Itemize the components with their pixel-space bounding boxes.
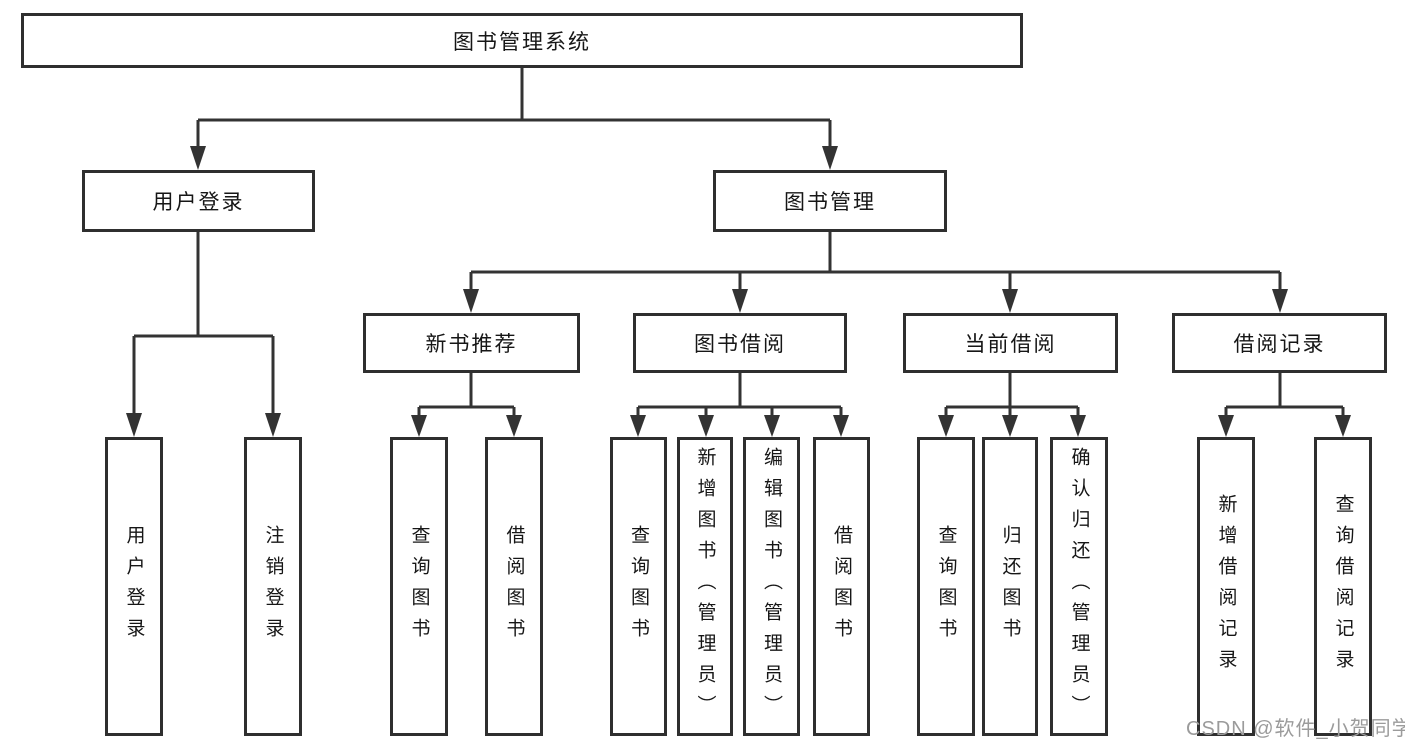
leaf-current-confirm-return-admin-label: 确认归还（管理员） [1068, 447, 1090, 726]
leaf-logout: 注销登录 [244, 437, 302, 736]
node-new-book-recommendation-label: 新书推荐 [425, 333, 518, 356]
node-current-borrowing: 当前借阅 [903, 313, 1118, 373]
connector-user-login-split [132, 232, 275, 415]
csdn-watermark: CSDN @软件_小贺同学 [1186, 718, 1405, 740]
arrowhead-icon [764, 415, 780, 437]
connector-recommend-split [417, 373, 516, 417]
node-book-borrowing: 图书借阅 [633, 313, 847, 373]
node-borrowing-records-label: 借阅记录 [1233, 333, 1326, 356]
leaf-recommend-query-books: 查询图书 [390, 437, 448, 736]
node-current-borrowing-label: 当前借阅 [964, 333, 1057, 356]
leaf-borrow-add-books-admin-label: 新增图书（管理员） [694, 447, 716, 726]
node-book-management-label: 图书管理 [784, 191, 876, 214]
arrowhead-icon [833, 415, 849, 437]
node-user-login-label: 用户登录 [152, 191, 245, 214]
leaf-logout-label: 注销登录 [262, 524, 284, 649]
leaf-borrow-edit-books-admin: 编辑图书（管理员） [743, 437, 800, 736]
leaf-records-query-record-label: 查询借阅记录 [1332, 493, 1354, 680]
arrowhead-icon [938, 415, 954, 437]
arrowhead-icon [265, 413, 281, 437]
leaf-borrow-borrow-books: 借阅图书 [813, 437, 870, 736]
leaf-recommend-borrow-books: 借阅图书 [485, 437, 543, 736]
arrowhead-icon [1272, 289, 1288, 313]
leaf-current-query-books: 查询图书 [917, 437, 975, 736]
arrowhead-icon [463, 289, 479, 313]
leaf-borrow-add-books-admin: 新增图书（管理员） [677, 437, 733, 736]
leaf-borrow-borrow-books-label: 借阅图书 [831, 524, 852, 649]
leaf-borrow-query-books: 查询图书 [610, 437, 667, 736]
node-borrowing-records: 借阅记录 [1172, 313, 1387, 373]
leaf-recommend-query-books-label: 查询图书 [408, 524, 430, 649]
node-book-borrowing-label: 图书借阅 [694, 333, 786, 356]
node-new-book-recommendation: 新书推荐 [363, 313, 580, 373]
leaf-borrow-edit-books-admin-label: 编辑图书（管理员） [761, 447, 782, 726]
arrowhead-icon [506, 415, 522, 437]
leaf-records-query-record: 查询借阅记录 [1314, 437, 1372, 736]
arrowhead-icon [1070, 415, 1086, 437]
connector-book-management-split [469, 232, 1282, 291]
leaf-user-login-label: 用户登录 [123, 524, 145, 649]
leaf-records-add-record: 新增借阅记录 [1197, 437, 1255, 736]
arrowhead-icon [1218, 415, 1234, 437]
leaf-user-login: 用户登录 [105, 437, 163, 736]
connector-borrowing-split [636, 373, 843, 417]
arrowhead-icon [126, 413, 142, 437]
leaf-recommend-borrow-books-label: 借阅图书 [503, 524, 525, 649]
leaf-current-query-books-label: 查询图书 [935, 524, 957, 649]
leaf-current-confirm-return-admin: 确认归还（管理员） [1050, 437, 1108, 736]
node-book-management: 图书管理 [713, 170, 947, 232]
node-library-management-system: 图书管理系统 [21, 13, 1023, 68]
leaf-borrow-query-books-label: 查询图书 [628, 524, 649, 649]
connector-records-split [1224, 373, 1345, 417]
connector-current-split [944, 373, 1080, 417]
arrowhead-icon [1002, 415, 1018, 437]
node-root-label: 图书管理系统 [453, 30, 591, 54]
arrowhead-icon [411, 415, 427, 437]
connector-arrowheads [126, 146, 1351, 437]
leaf-current-return-books: 归还图书 [982, 437, 1038, 736]
connector-lines [132, 68, 1345, 417]
arrowhead-icon [698, 415, 714, 437]
arrowhead-icon [1335, 415, 1351, 437]
arrowhead-icon [190, 146, 206, 170]
arrowhead-icon [732, 289, 748, 313]
arrowhead-icon [630, 415, 646, 437]
connector-root-split [196, 68, 832, 150]
leaf-current-return-books-label: 归还图书 [999, 524, 1021, 649]
node-user-login: 用户登录 [82, 170, 315, 232]
arrowhead-icon [822, 146, 838, 170]
leaf-records-add-record-label: 新增借阅记录 [1215, 493, 1237, 680]
arrowhead-icon [1002, 289, 1018, 313]
